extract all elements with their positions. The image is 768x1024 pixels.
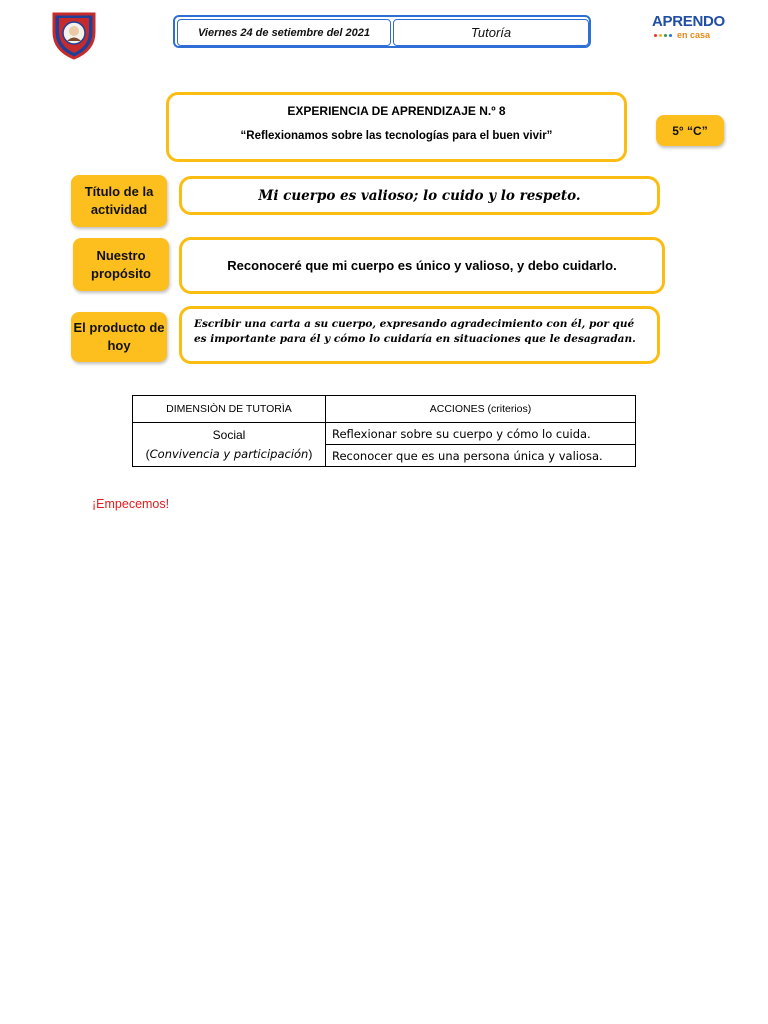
action-cell: Reflexionar sobre su cuerpo y cómo lo cu… bbox=[325, 422, 636, 445]
logo-dot-icon bbox=[654, 33, 657, 37]
table-header-dimension: DIMENSIÒN DE TUTORÌA bbox=[132, 395, 326, 423]
dimension-sub: Convivencia y participación bbox=[149, 446, 309, 461]
activity-title-value: Mi cuerpo es valioso; lo cuido y lo resp… bbox=[179, 176, 660, 215]
dimension-main: Social bbox=[212, 427, 246, 442]
logo-title: APRENDO bbox=[652, 13, 725, 30]
table-row: Reconocer que es una persona única y val… bbox=[133, 444, 636, 467]
experience-subtitle: “Reflexionamos sobre las tecnologías par… bbox=[240, 130, 553, 142]
start-text: ¡Empecemos! bbox=[92, 497, 170, 511]
header-bar: Viernes 24 de setiembre del 2021 Tutoría bbox=[173, 15, 591, 48]
table-header-row: DIMENSIÒN DE TUTORÌA ACCIONES (criterios… bbox=[132, 395, 636, 423]
tutoring-table: DIMENSIÒN DE TUTORÌA ACCIONES (criterios… bbox=[132, 395, 636, 467]
product-label: El producto de hoy bbox=[71, 312, 167, 362]
experience-title: EXPERIENCIA DE APRENDIZAJE N.º 8 bbox=[287, 104, 506, 118]
purpose-label: Nuestro propósito bbox=[73, 238, 169, 291]
purpose-value: Reconoceré que mi cuerpo es único y vali… bbox=[179, 237, 665, 294]
grade-badge: 5° “C” bbox=[656, 115, 724, 146]
table-row: Social (Convivencia y participación) Ref… bbox=[132, 422, 636, 467]
logo-dot-icon bbox=[669, 33, 672, 37]
school-crest-icon bbox=[50, 10, 98, 60]
logo-dot-icon bbox=[664, 33, 667, 37]
logo-subtitle: en casa bbox=[677, 30, 711, 40]
action-cell: Reconocer que es una persona única y val… bbox=[325, 444, 636, 467]
table-header-actions: ACCIONES (criterios) bbox=[325, 395, 636, 423]
dimension-cell: Social (Convivencia y participación) bbox=[132, 422, 326, 467]
header-date: Viernes 24 de setiembre del 2021 bbox=[177, 19, 391, 46]
header-area: Tutoría bbox=[393, 19, 589, 46]
product-value: Escribir una carta a su cuerpo, expresan… bbox=[179, 306, 660, 364]
aprendo-en-casa-logo: APRENDO en casa bbox=[652, 13, 725, 44]
logo-dot-icon bbox=[659, 33, 662, 37]
activity-title-label: Título de la actividad bbox=[71, 175, 167, 227]
experience-box: EXPERIENCIA DE APRENDIZAJE N.º 8 “Reflex… bbox=[166, 92, 627, 162]
